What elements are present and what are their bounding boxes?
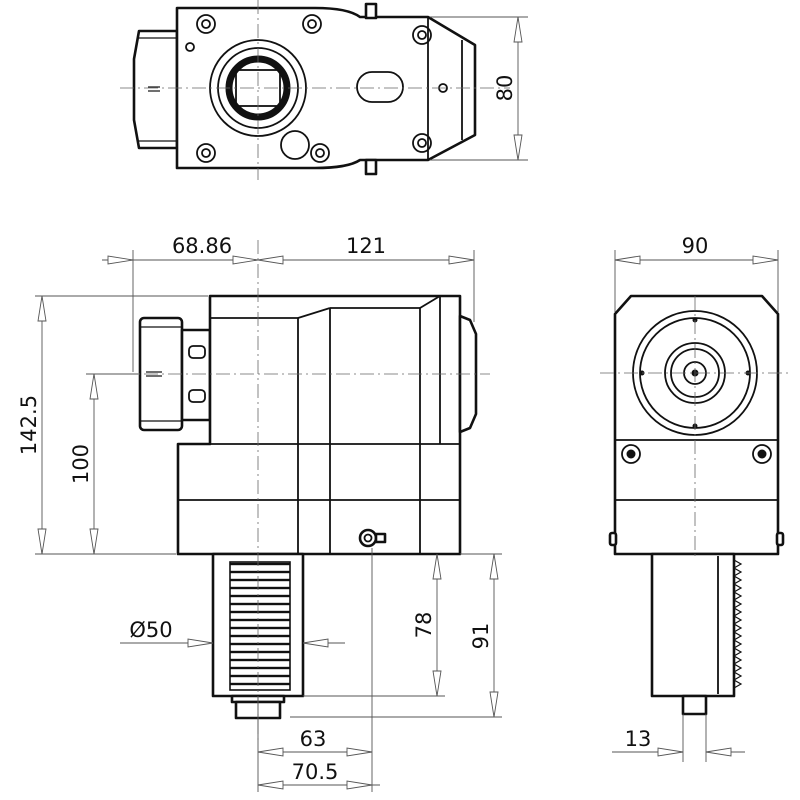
dimension-91: 91: [469, 623, 493, 650]
dimension-70-5: 70.5: [292, 760, 339, 784]
dimension-diameter-50: Ø50: [129, 618, 172, 642]
dimension-13: 13: [625, 727, 652, 751]
top-slot: [356, 71, 404, 103]
side-pin: [681, 694, 708, 716]
dimension-80: 80: [493, 75, 517, 102]
side-screw-icons: [621, 444, 772, 464]
front-body: [176, 294, 462, 556]
dimension-90: 90: [682, 234, 709, 258]
front-view: 68.86 121 142.5 100 Ø50 78 91: [17, 234, 502, 792]
bottom-knob: [364, 158, 378, 176]
side-view: 90 13: [600, 234, 790, 762]
top-knob: [364, 2, 378, 20]
top-screw-icons: [185, 14, 448, 163]
collet-adapter: [180, 328, 212, 422]
dimension-121: 121: [346, 234, 386, 258]
dimension-100: 100: [69, 444, 93, 484]
shank-knurl: [229, 561, 291, 691]
dimension-78: 78: [412, 612, 436, 639]
dimension-63: 63: [300, 727, 327, 751]
side-shank: [650, 552, 736, 698]
dimension-68-86: 68.86: [172, 234, 232, 258]
top-collet-nut: [132, 29, 179, 150]
front-screw-icon: [358, 528, 387, 548]
dimension-142-5: 142.5: [17, 395, 41, 455]
top-view: 80: [120, 0, 528, 180]
top-hole: [280, 130, 310, 160]
